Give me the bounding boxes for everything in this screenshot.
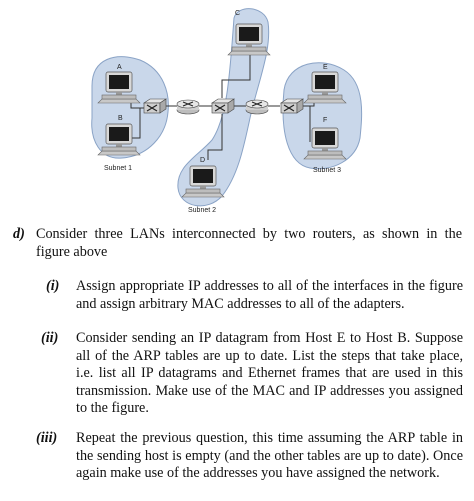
host-d-label: D — [200, 157, 205, 164]
host-c-label: C — [235, 10, 240, 17]
part-i-text: Assign appropriate IP addresses to all o… — [76, 278, 463, 312]
host-e-label: E — [323, 64, 328, 71]
router-icon — [245, 99, 269, 115]
host-b-label: B — [118, 115, 123, 122]
switch-icon — [280, 98, 304, 114]
subnet-1-label: Subnet 1 — [104, 165, 132, 172]
question-label: d) — [13, 226, 25, 242]
part-ii-text: Consider sending an IP datagram from Hos… — [76, 330, 463, 416]
host-a-label: A — [117, 64, 122, 71]
question-text: Consider three LANs interconnected by tw… — [36, 226, 462, 260]
host-f-label: F — [323, 117, 327, 124]
subnet-3-area — [282, 62, 363, 170]
switch-icon — [143, 98, 167, 114]
subnet-2-label: Subnet 2 — [188, 207, 216, 214]
part-iii-label: (iii) — [36, 430, 58, 446]
subnet-3-label: Subnet 3 — [313, 167, 341, 174]
part-iii-text: Repeat the previous question, this time … — [76, 430, 463, 481]
switch-icon — [211, 98, 235, 114]
network-diagram: A B C D E F Subnet 1 Subnet 2 Subnet 3 — [91, 8, 363, 214]
part-ii-label: (ii) — [41, 330, 59, 346]
router-icon — [176, 99, 200, 115]
part-i-label: (i) — [46, 278, 60, 294]
